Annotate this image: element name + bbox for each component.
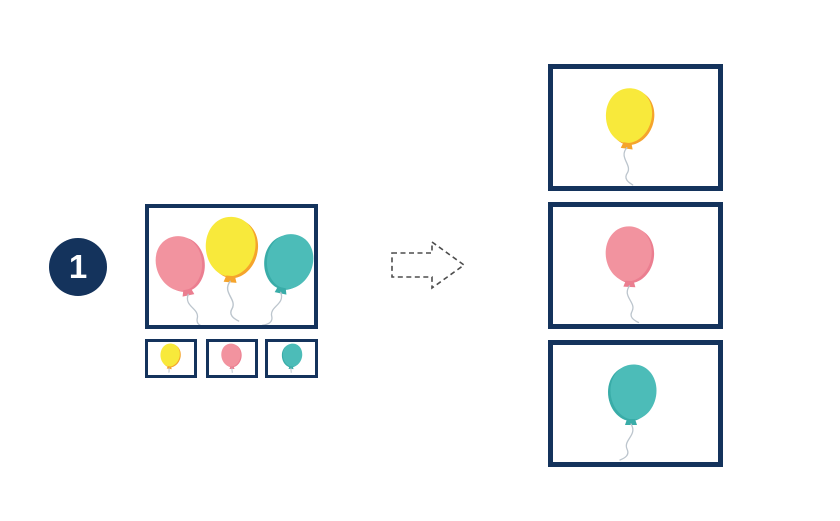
balloon-body	[605, 88, 653, 143]
thumbnail-balloon-art	[160, 343, 181, 373]
balloon-pink	[605, 226, 655, 324]
output-panel-teal	[548, 340, 723, 467]
dashed-arrow	[390, 240, 468, 290]
balloon-knot	[223, 275, 237, 283]
balloon-knot	[625, 419, 637, 425]
balloon-string	[623, 147, 634, 186]
output-balloon-art	[605, 226, 655, 324]
balloon-body	[605, 226, 652, 282]
output-balloon-art	[605, 88, 655, 186]
balloon-string	[619, 423, 634, 461]
thumbnail-teal	[265, 339, 318, 378]
source-panel	[145, 204, 318, 329]
balloon-string	[626, 285, 640, 324]
balloon-body	[610, 364, 657, 420]
thumbnail-balloon-art	[281, 343, 303, 373]
balloon-string	[261, 291, 283, 325]
step-number: 1	[68, 247, 88, 285]
dashed-arrow-shape	[391, 240, 466, 290]
balloon-knot	[623, 280, 636, 288]
balloon-teal	[608, 364, 657, 461]
arrow-outline	[391, 240, 466, 290]
output-panel-yellow	[548, 64, 723, 191]
balloon-yellow	[605, 88, 655, 186]
output-panel-pink	[548, 202, 723, 329]
balloon-string	[168, 367, 170, 373]
balloon-pink	[155, 236, 208, 325]
balloon-pink	[221, 343, 242, 373]
balloon-body	[155, 236, 203, 291]
thumbnail-pink	[206, 339, 258, 378]
balloon-string	[290, 367, 292, 373]
balloon-knot	[182, 288, 195, 297]
thumbnail-balloon-art	[221, 343, 242, 373]
balloon-teal	[261, 234, 314, 325]
balloon-string	[186, 293, 208, 325]
balloon-body	[205, 217, 256, 277]
balloon-knot	[620, 142, 633, 150]
thumbnail-yellow	[145, 339, 197, 378]
source-balloons-illustration	[155, 217, 314, 325]
balloon-body	[266, 234, 314, 289]
balloon-body	[282, 343, 303, 367]
balloon-yellow	[160, 343, 181, 373]
balloon-body	[160, 343, 180, 367]
balloon-knot	[274, 286, 287, 295]
balloon-string	[226, 280, 240, 322]
output-balloon-art	[608, 364, 657, 461]
balloon-teal	[281, 343, 303, 373]
step-badge: 1	[49, 238, 107, 296]
balloon-body	[221, 343, 241, 367]
balloon-yellow	[205, 217, 258, 322]
